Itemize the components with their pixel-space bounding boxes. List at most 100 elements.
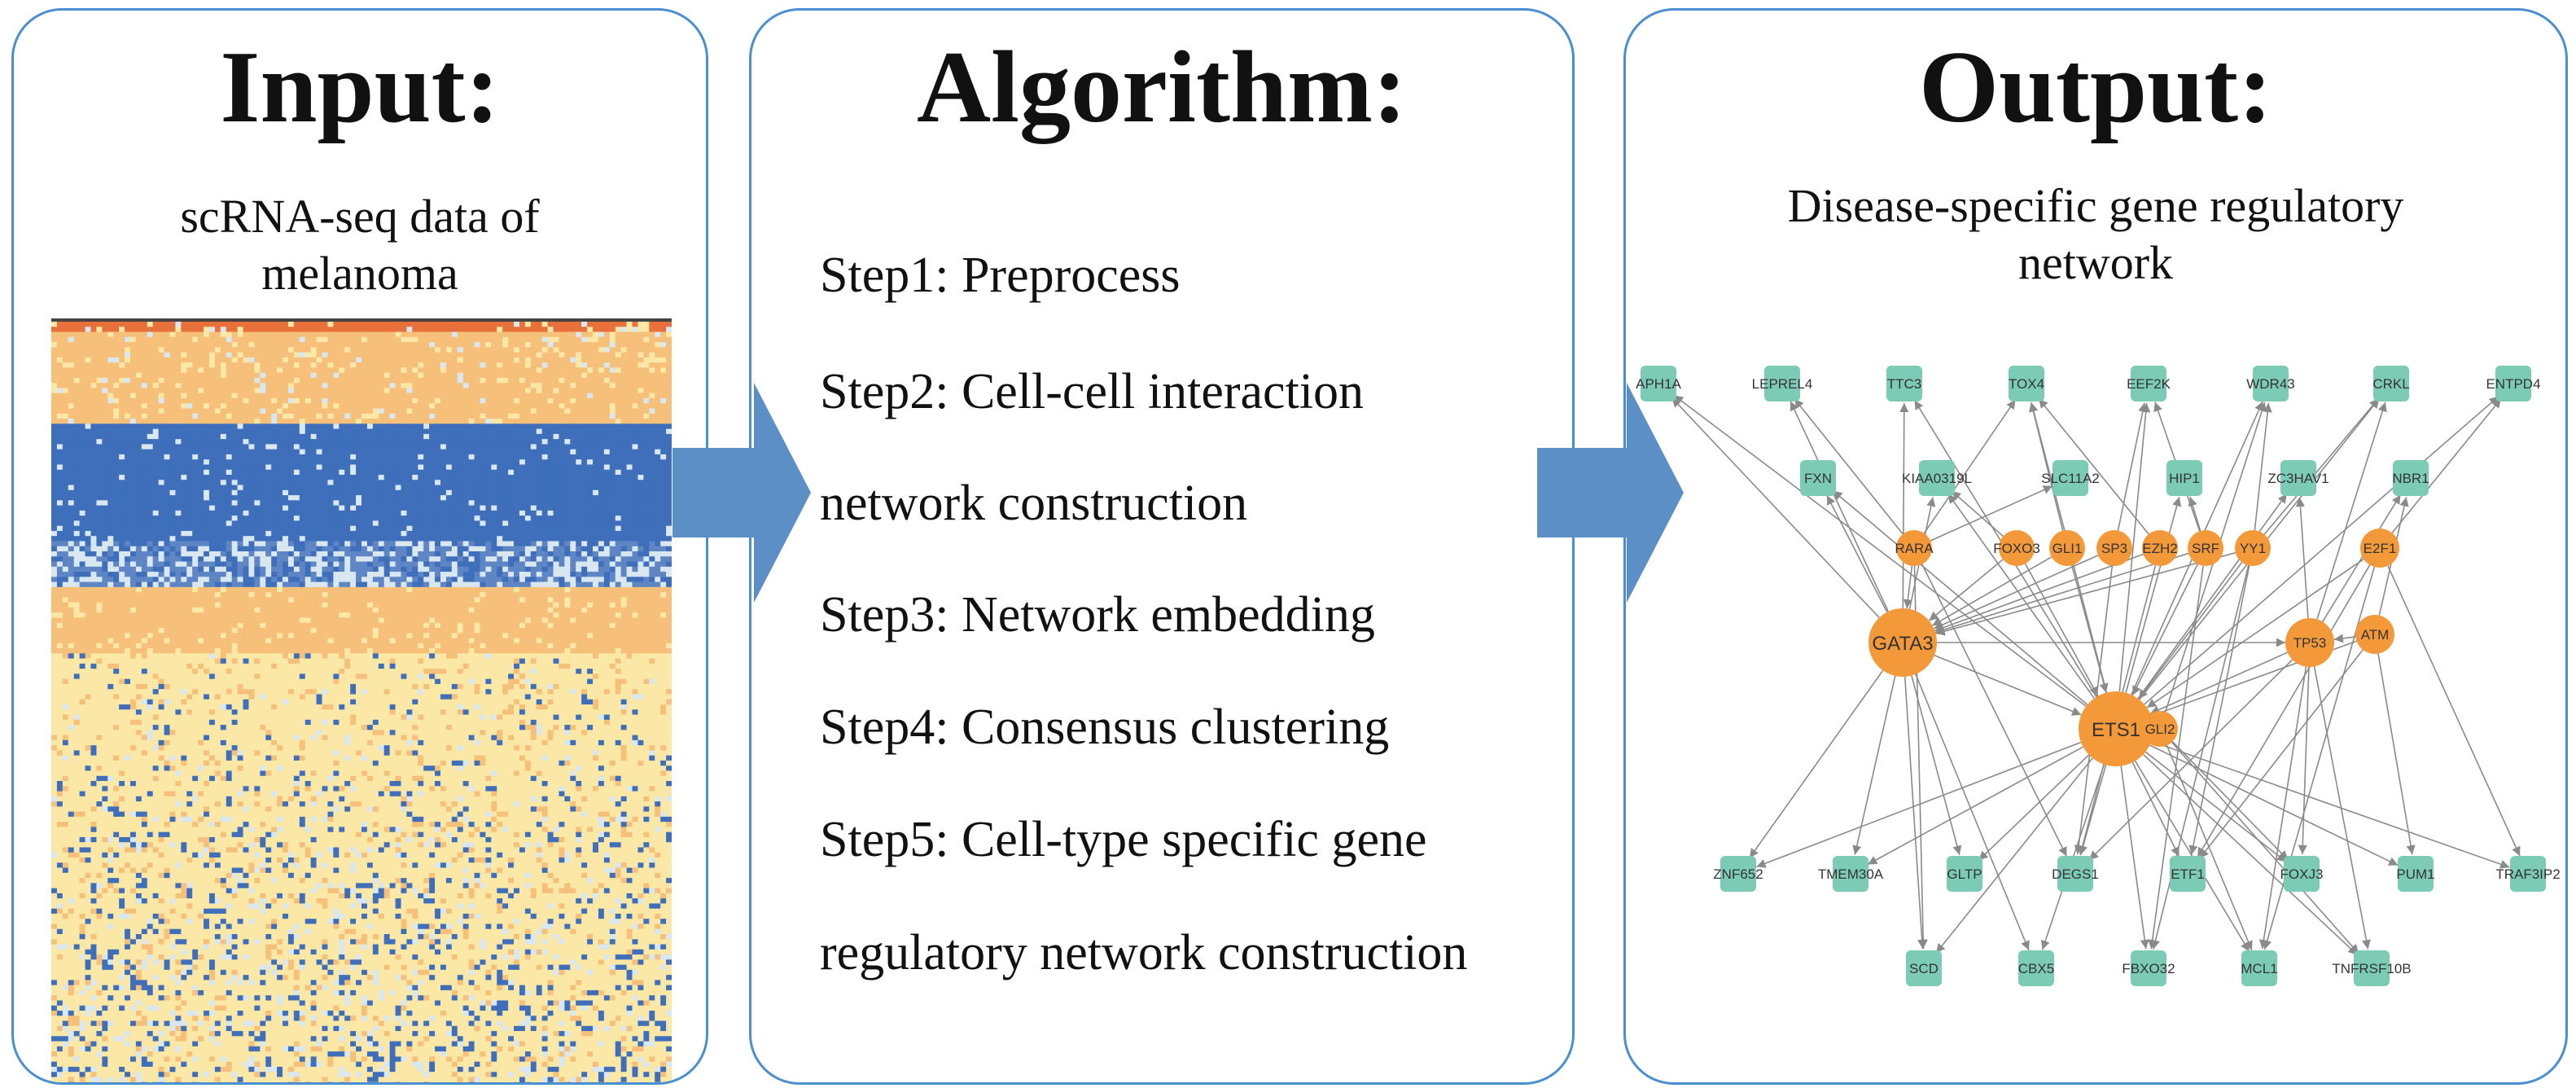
edge-ets1-entpd4 xyxy=(2144,396,2499,705)
tf-node-gata3: GATA3 xyxy=(1868,608,1937,677)
edge-atm-pum1 xyxy=(2377,653,2416,855)
edge-ets1-gltp xyxy=(1978,754,2090,861)
gene-node-eef2k: EEF2K xyxy=(2127,366,2171,401)
edge-gata3-znf652 xyxy=(1749,669,1884,858)
edge-gata3-scd xyxy=(1904,676,1927,950)
gene-node-fxn: FXN xyxy=(1800,460,1836,496)
edge-ets1-traf3ip2 xyxy=(2151,740,2510,869)
step-2-cont: network construction xyxy=(820,476,1248,531)
edge-srf-ets1 xyxy=(2131,564,2198,696)
edge-tp53-foxj3 xyxy=(2298,666,2310,855)
edge-tp53-ets1 xyxy=(2149,651,2288,715)
tf-node-atm: ATM xyxy=(2355,615,2394,654)
edge-sp3-gata3 xyxy=(1934,555,2099,630)
gene-node-crkl: CRKL xyxy=(2372,366,2410,401)
edge-yy1-crkl xyxy=(2263,397,2380,535)
edge-foxo3-ets1 xyxy=(2024,563,2099,697)
edge-yy1-gata3 xyxy=(1935,551,2236,636)
edge-rara-tox4 xyxy=(1923,399,2017,534)
edge-srf-gata3 xyxy=(1934,552,2189,634)
edge-sp3-eef2k xyxy=(2117,402,2148,531)
gene-node-aph1a: APH1A xyxy=(1636,366,1682,401)
gene-node-etf1: ETF1 xyxy=(2170,856,2206,892)
edge-tp53-tnfrsf10b xyxy=(2313,666,2371,950)
edge-yy1-etf1 xyxy=(2188,565,2250,855)
gene-node-leprel4: LEPREL4 xyxy=(1752,366,1812,401)
gene-node-tox4: TOX4 xyxy=(2009,366,2044,401)
output-title: Output: xyxy=(1918,31,2273,144)
edge-gata3-tmem30a xyxy=(1852,675,1896,855)
edge-foxo3-gata3 xyxy=(1928,559,2004,621)
edge-rara-slc11a2 xyxy=(1930,485,2053,542)
edge-yy1-fbxo32 xyxy=(2151,565,2250,950)
edge-yy1-wdr43 xyxy=(2254,402,2272,531)
step-1: Step1: Preprocess xyxy=(820,248,1181,303)
output-subtitle-line1: Disease-specific gene regulatory xyxy=(1787,179,2404,232)
edge-e2f1-etf1 xyxy=(2197,564,2371,858)
gene-node-gltp: GLTP xyxy=(1947,856,1982,892)
edge-gata3-ttc3 xyxy=(1899,402,1909,609)
input-subtitle-line2: melanoma xyxy=(261,246,458,300)
edge-gata3-aph1a xyxy=(1671,397,1880,618)
gene-node-wdr43: WDR43 xyxy=(2246,366,2295,401)
edge-e2f1-ets1 xyxy=(2146,558,2364,709)
edge-ets1-znf652 xyxy=(1756,741,2082,868)
edge-ets1-kiaa0319l xyxy=(1947,494,2095,700)
tf-node-ezh2: EZH2 xyxy=(2142,530,2178,566)
arrow-right-icon xyxy=(1537,383,1684,603)
step-4: Step4: Consensus clustering xyxy=(820,700,1390,755)
edge-ets1-aph1a xyxy=(1673,394,2087,707)
gene-node-zc3hav1: ZC3HAV1 xyxy=(2267,460,2329,496)
edge-yy1-ets1 xyxy=(2138,562,2243,700)
edge-ets1-foxj3 xyxy=(2144,751,2287,862)
edge-rara-gata3 xyxy=(1903,565,1913,609)
edge-tp53-mcl1 xyxy=(2258,666,2307,950)
tf-node-e2f1: E2F1 xyxy=(2360,529,2399,568)
edge-ets1-etf1 xyxy=(2131,761,2180,857)
gene-node-scd: SCD xyxy=(1906,950,1942,986)
tf-node-foxo3: FOXO3 xyxy=(1993,530,2040,566)
gene-node-foxj3: FOXJ3 xyxy=(2280,856,2323,892)
edge-gata3-leprel4 xyxy=(1790,401,1890,612)
edge-gli2-tnfrsf10b xyxy=(2171,741,2359,954)
gene-node-nbr1: NBR1 xyxy=(2392,460,2429,496)
gene-node-hip1: HIP1 xyxy=(2166,460,2202,496)
edge-gli1-ets1 xyxy=(2070,565,2109,693)
gene-node-cbx5: CBX5 xyxy=(2018,950,2054,986)
output-subtitle: Disease-specific gene regulatory network xyxy=(1658,178,2533,291)
arrow-right-icon xyxy=(672,383,811,603)
tf-node-ets1: ETS1 xyxy=(2079,691,2153,766)
edge-ets1-pum1 xyxy=(2149,744,2399,866)
edge-ets1-hip1 xyxy=(2125,496,2182,693)
edge-ets1-tmem30a xyxy=(1867,746,2084,866)
edge-e2f1-traf3ip2 xyxy=(2387,565,2521,857)
edge-gli2-mcl1 xyxy=(2166,745,2253,951)
step-5: Step5: Cell-type specific gene xyxy=(820,812,1427,867)
tf-node-rara: RARA xyxy=(1895,530,1934,566)
edge-gata3-ets1 xyxy=(1934,655,2082,716)
edge-ets1-degs1 xyxy=(2079,765,2107,856)
edge-gli1-gata3 xyxy=(1932,556,2052,626)
input-title: Input: xyxy=(220,31,500,144)
edge-gata3-cbx5 xyxy=(1915,673,2030,951)
gene-node-mcl1: MCL1 xyxy=(2241,950,2278,986)
step-3: Step3: Network embedding xyxy=(820,587,1375,643)
edge-atm-etf1 xyxy=(2199,649,2364,859)
input-subtitle: scRNA-seq data of melanoma xyxy=(46,188,673,301)
edge-ezh2-tox4 xyxy=(2038,398,2149,535)
edge-tp53-degs1 xyxy=(2088,659,2293,861)
input-panel: Input: scRNA-seq data of melanoma xyxy=(11,8,708,1085)
tf-node-gli2: GLI2 xyxy=(2142,711,2178,747)
algorithm-title: Algorithm: xyxy=(917,31,1407,144)
edge-ets1-eef2k xyxy=(2118,402,2151,692)
edge-srf-fbxo32 xyxy=(2148,565,2204,950)
gene-node-degs1: DEGS1 xyxy=(2052,856,2099,892)
edge-tp53-nbr1 xyxy=(2322,494,2402,622)
edge-gli1-tox4 xyxy=(2029,402,2064,531)
edge-ets1-fxn xyxy=(1832,489,2088,705)
edge-rara-degs1 xyxy=(1921,564,2068,857)
tf-node-sp3: SP3 xyxy=(2096,530,2132,566)
edge-foxo3-kiaa0319l xyxy=(1951,490,2004,537)
gene-node-fbxo32: FBXO32 xyxy=(2122,950,2175,986)
